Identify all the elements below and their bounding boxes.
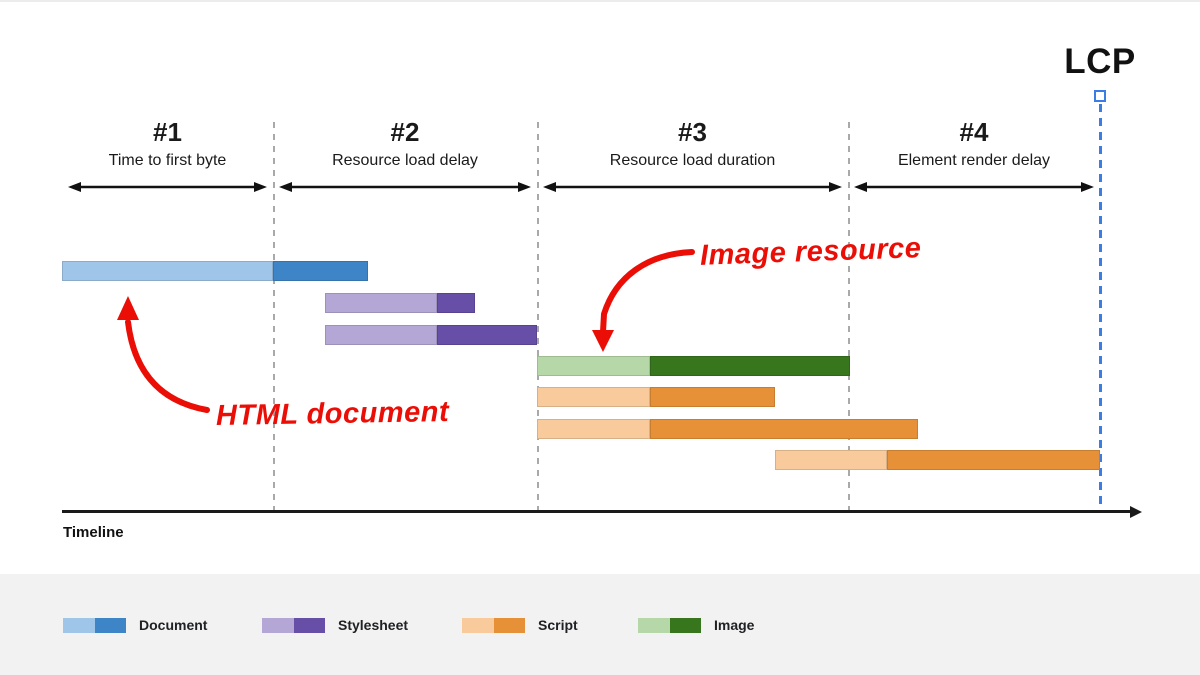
swatch-light <box>262 617 294 633</box>
swatch-dark <box>669 617 701 633</box>
bar-stylesheet-light <box>325 293 437 313</box>
swatch-light <box>63 617 95 633</box>
timeline-axis-arrowhead-icon <box>1130 505 1142 518</box>
swatch-light <box>638 617 670 633</box>
bar-image-dark <box>650 356 850 376</box>
bar-document-light <box>62 261 273 281</box>
annotation-image-resource: Image resource <box>699 232 922 272</box>
lcp-marker-icon <box>1094 90 1106 102</box>
legend-item-stylesheet: Stylesheet <box>262 617 408 633</box>
timeline-axis <box>62 510 1130 513</box>
legend-label: Stylesheet <box>338 617 409 633</box>
lcp-dashed-line <box>1099 104 1102 512</box>
legend-item-image: Image <box>638 617 754 633</box>
phase-extent-arrow-icon <box>848 180 1100 199</box>
lcp-label: LCP <box>1064 42 1136 81</box>
phase-divider-4 <box>848 122 850 512</box>
phase-name: Resource load delay <box>332 152 478 169</box>
bar-document-dark <box>273 261 368 281</box>
html-document-arrow-icon <box>125 319 210 413</box>
top-edge-line <box>0 0 1200 2</box>
html-document-arrowhead-icon <box>117 296 139 320</box>
legend-label: Document <box>139 617 208 633</box>
bar-stylesheet-dark <box>437 325 537 345</box>
phase-extent-arrow-icon <box>273 180 537 199</box>
phase-number: #4 <box>959 117 989 147</box>
legend-strip <box>0 574 1200 675</box>
annotation-html-document: HTML document <box>215 395 450 433</box>
swatch-dark <box>293 617 325 633</box>
legend-item-script: Script <box>462 617 578 633</box>
phase-name: Resource load duration <box>609 152 776 169</box>
phase-number: #2 <box>390 117 420 147</box>
phase-extent-arrow-icon <box>537 180 848 199</box>
image-resource-arrowhead-icon <box>592 330 614 352</box>
bar-script-light <box>537 387 650 407</box>
legend-swatch-stylesheet <box>262 617 325 633</box>
legend-label: Script <box>538 617 578 633</box>
legend-swatch-script <box>462 617 525 633</box>
phase-number: #1 <box>153 117 182 147</box>
phase-name: Time to first byte <box>108 152 227 169</box>
phase-extent-arrow-icon <box>62 180 273 199</box>
legend-label: Image <box>714 617 755 633</box>
timeline-axis-label: Timeline <box>63 524 124 541</box>
swatch-dark <box>94 617 126 633</box>
phase-number: #3 <box>678 117 707 147</box>
phase-name: Element render delay <box>897 152 1051 169</box>
bar-script-dark <box>887 450 1100 470</box>
legend-swatch-document <box>63 617 126 633</box>
phase-divider-3 <box>537 122 539 512</box>
bar-stylesheet-light <box>325 325 437 345</box>
image-resource-arrow-icon <box>600 249 695 335</box>
legend-swatch-image <box>638 617 701 633</box>
phase-divider-2 <box>273 122 275 512</box>
bar-script-dark <box>650 419 918 439</box>
bar-stylesheet-dark <box>437 293 475 313</box>
bar-script-light <box>775 450 887 470</box>
bar-script-light <box>537 419 650 439</box>
legend-item-document: Document <box>63 617 207 633</box>
bar-script-dark <box>650 387 775 407</box>
swatch-light <box>462 617 494 633</box>
swatch-dark <box>493 617 525 633</box>
bar-image-light <box>537 356 650 376</box>
